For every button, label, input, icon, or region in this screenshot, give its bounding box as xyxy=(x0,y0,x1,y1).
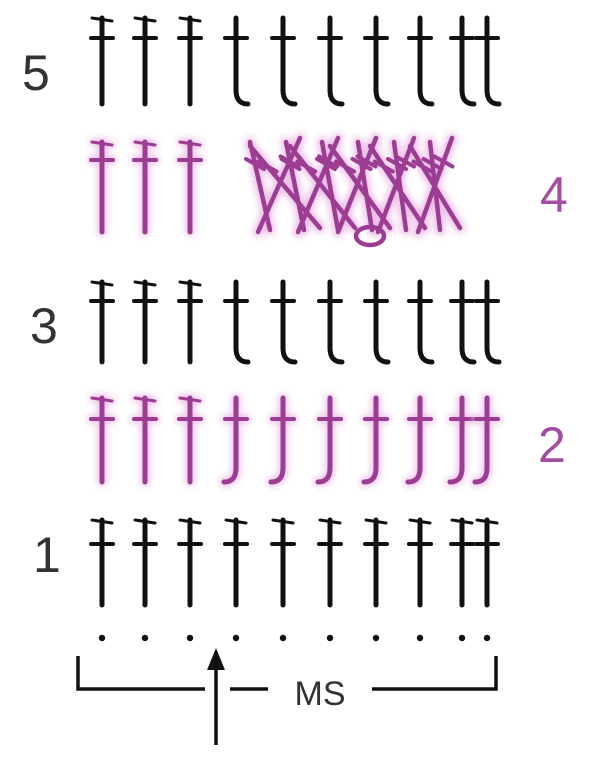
chain-stitch-dot xyxy=(458,634,466,642)
double-crochet-symbol xyxy=(130,393,160,487)
double-crochet-symbol xyxy=(407,517,433,608)
double-crochet-symbol xyxy=(445,393,477,487)
stitch-rows xyxy=(87,15,502,608)
double-crochet-symbol xyxy=(130,137,160,237)
crossed-stitch-cluster xyxy=(244,133,465,248)
row-number-4: 4 xyxy=(540,167,568,223)
double-crochet-symbol xyxy=(449,517,475,608)
double-crochet-symbol xyxy=(474,279,502,365)
double-crochet-symbol xyxy=(177,517,203,608)
double-crochet-symbol xyxy=(219,393,251,487)
row-number-3: 3 xyxy=(30,298,58,354)
double-crochet-symbol xyxy=(359,393,391,487)
stitch-row-5 xyxy=(89,15,502,107)
double-crochet-symbol xyxy=(474,517,500,608)
double-crochet-symbol xyxy=(407,279,435,365)
double-crochet-symbol xyxy=(89,279,115,365)
foundation-chain xyxy=(98,634,491,642)
double-crochet-symbol xyxy=(175,137,205,237)
double-crochet-symbol xyxy=(470,393,502,487)
double-crochet-symbol xyxy=(317,15,345,107)
double-crochet-symbol xyxy=(87,137,117,237)
double-crochet-symbol xyxy=(223,15,251,107)
double-crochet-symbol xyxy=(223,517,249,608)
double-crochet-symbol xyxy=(270,15,298,107)
stitch-row-3 xyxy=(89,279,502,365)
stitch-row-4 xyxy=(87,133,465,248)
double-crochet-symbol xyxy=(363,279,391,365)
chain-stitch-dot xyxy=(483,634,491,642)
chain-stitch-dot xyxy=(279,634,287,642)
double-crochet-symbol xyxy=(313,393,345,487)
row-number-5: 5 xyxy=(22,45,50,101)
double-crochet-symbol xyxy=(474,15,502,107)
double-crochet-symbol xyxy=(266,393,298,487)
double-crochet-symbol xyxy=(317,279,345,365)
chain-stitch-dot xyxy=(416,634,424,642)
double-crochet-symbol xyxy=(132,279,158,365)
double-crochet-symbol xyxy=(270,517,296,608)
repeat-label: MS xyxy=(295,675,346,713)
double-crochet-symbol xyxy=(317,517,343,608)
double-crochet-symbol xyxy=(132,15,158,107)
double-crochet-symbol xyxy=(89,517,115,608)
double-crochet-symbol xyxy=(223,279,251,365)
bracket-right-segment xyxy=(372,656,498,691)
arrow-up-icon xyxy=(207,648,225,745)
chain-stitch-dot xyxy=(98,634,106,642)
stitch-row-2 xyxy=(87,393,502,487)
double-crochet-symbol xyxy=(87,393,117,487)
double-crochet-symbol xyxy=(270,279,298,365)
double-crochet-symbol xyxy=(177,279,203,365)
double-crochet-symbol xyxy=(175,393,205,487)
double-crochet-symbol xyxy=(89,15,115,107)
double-crochet-symbol xyxy=(177,15,203,107)
double-crochet-symbol xyxy=(449,15,477,107)
row-number-2: 2 xyxy=(538,417,566,473)
double-crochet-symbol xyxy=(363,15,391,107)
bracket-left-segment xyxy=(76,656,205,691)
double-crochet-symbol xyxy=(407,15,435,107)
double-crochet-symbol xyxy=(403,393,435,487)
chain-stitch-dot xyxy=(141,634,149,642)
chain-stitch-dot xyxy=(326,634,334,642)
row-number-1: 1 xyxy=(33,527,61,583)
double-crochet-symbol xyxy=(363,517,389,608)
stitch-row-1 xyxy=(89,517,500,608)
chain-stitch-dot xyxy=(232,634,240,642)
double-crochet-symbol xyxy=(449,279,477,365)
double-crochet-symbol xyxy=(132,517,158,608)
chain-stitch-dot xyxy=(372,634,380,642)
repeat-bracket xyxy=(76,648,498,745)
chain-stitch-dot xyxy=(186,634,194,642)
